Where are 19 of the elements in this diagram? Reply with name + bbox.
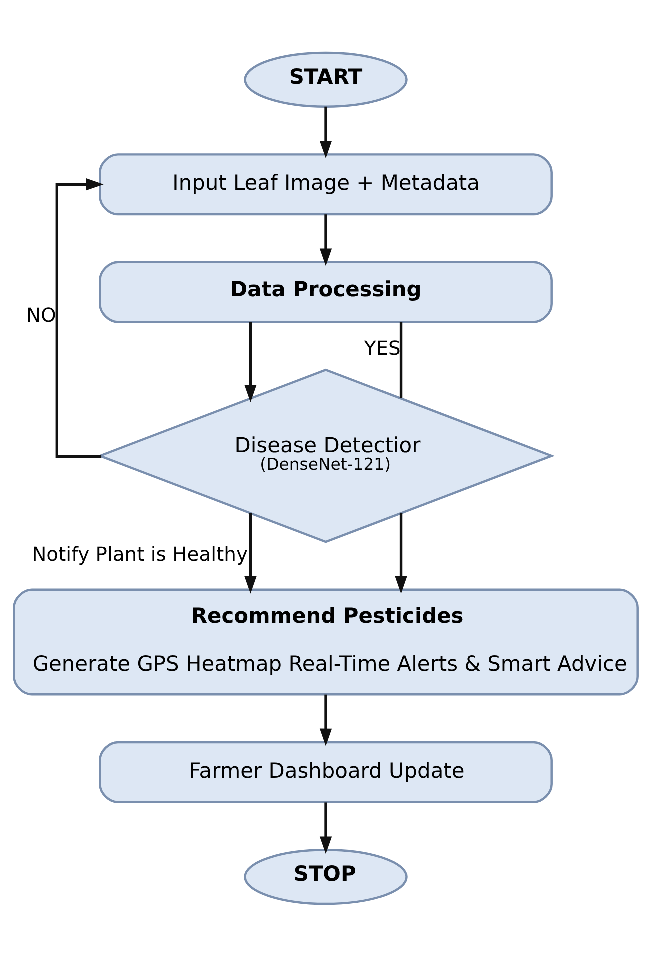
arrow <box>56 178 104 458</box>
node-ellipse: STOP <box>244 848 408 905</box>
node-box: Input Leaf Image + Metadata <box>99 153 553 216</box>
arrow <box>320 802 332 854</box>
arrow <box>395 512 408 594</box>
arrow <box>244 322 257 402</box>
connector <box>400 322 403 398</box>
arrow <box>320 694 332 746</box>
arrow <box>244 512 257 594</box>
edge-label: NO <box>26 304 56 327</box>
node-diamond: Disease Detectior (DenseNet-121) <box>97 368 555 543</box>
node-box: Data Processing <box>99 260 553 323</box>
edge-label: YES <box>364 336 401 360</box>
arrow <box>320 214 332 266</box>
arrow <box>320 106 332 158</box>
node-box: Recommend Pesticides Generate GPS Heatmap Real-Time Alerts & Smart Advice <box>13 588 639 696</box>
node-ellipse: START <box>244 51 408 108</box>
edge-label: Notify Plant is Healthy <box>32 542 248 566</box>
node-box: Farmer Dashboard Update <box>99 740 553 803</box>
